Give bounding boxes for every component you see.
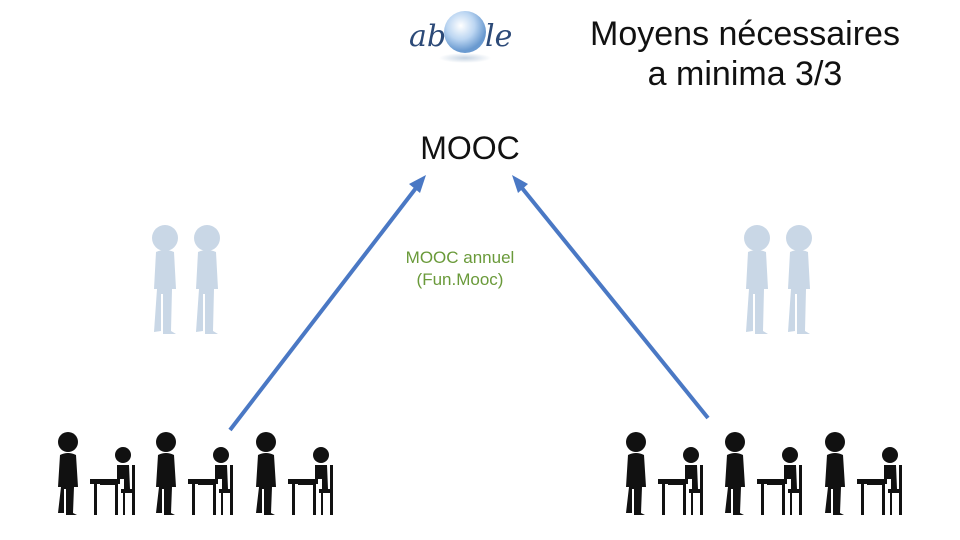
standing-person-icon	[626, 432, 646, 515]
faded-person-icon	[786, 225, 812, 334]
page-title: Moyens nécessaires a minima 3/3	[560, 14, 930, 94]
faded-person-icon	[744, 225, 770, 334]
logo-text-right: le	[485, 19, 512, 54]
seated-person-at-desk-icon	[188, 447, 233, 515]
mooc-detail-line-2: (Fun.Mooc)	[416, 270, 504, 289]
logo-graphic: ab le	[409, 11, 512, 63]
title-line-1: Moyens nécessaires	[590, 15, 900, 53]
seated-person-at-desk-icon	[757, 447, 802, 515]
logo: ab le	[405, 8, 525, 64]
faded-person-icon	[152, 225, 178, 334]
seated-person-at-desk-icon	[288, 447, 333, 515]
seated-person-at-desk-icon	[90, 447, 135, 515]
people-group-left	[58, 432, 333, 515]
mooc-node-detail: MOOC annuel (Fun.Mooc)	[360, 247, 560, 291]
mooc-detail-line-1: MOOC annuel	[405, 248, 515, 267]
title-line-2: a minima 3/3	[647, 55, 843, 93]
standing-person-icon	[156, 432, 176, 515]
mooc-node-label: MOOC	[420, 130, 520, 166]
standing-person-icon	[58, 432, 78, 515]
seated-person-at-desk-icon	[857, 447, 902, 515]
logo-text-left: ab	[409, 19, 446, 54]
standing-person-icon	[725, 432, 745, 515]
standing-person-icon	[256, 432, 276, 515]
faded-people-right	[744, 225, 812, 334]
faded-people-left	[152, 225, 220, 334]
faded-person-icon	[194, 225, 220, 334]
standing-person-icon	[825, 432, 845, 515]
left-arrow	[228, 175, 426, 432]
right-arrow	[512, 175, 710, 420]
seated-person-at-desk-icon	[658, 447, 703, 515]
people-group-right	[626, 432, 902, 515]
